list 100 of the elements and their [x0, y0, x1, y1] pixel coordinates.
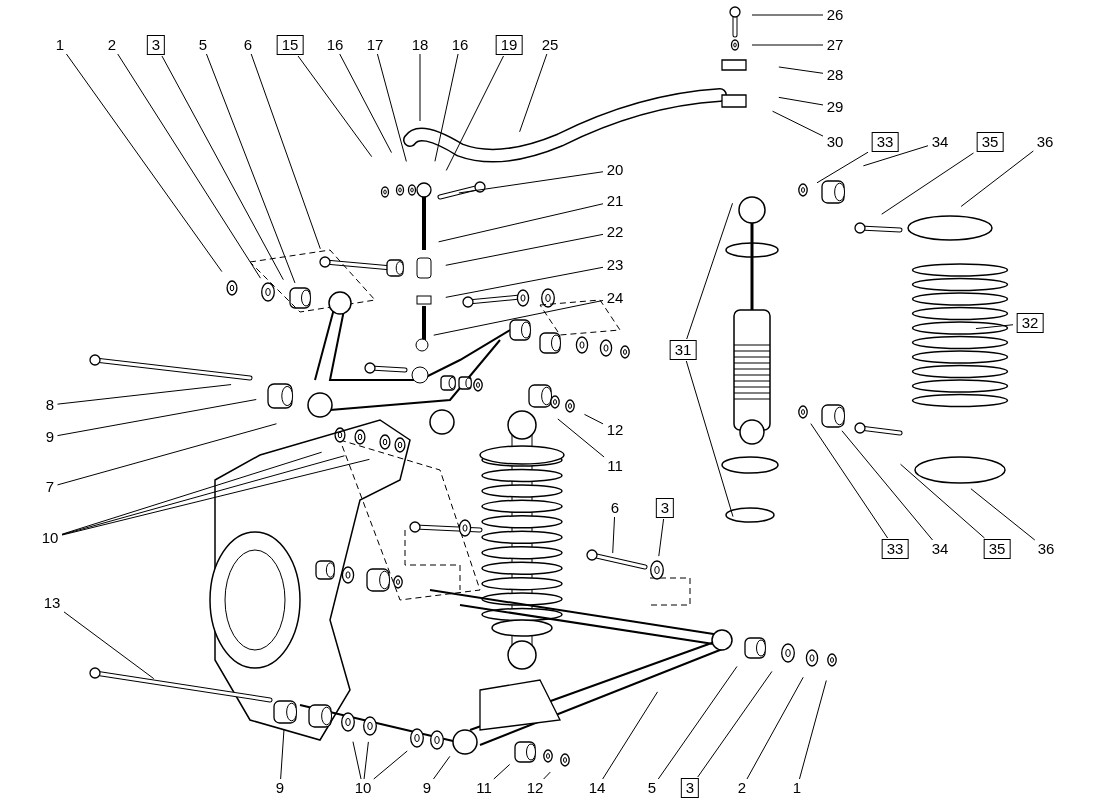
leader-line	[373, 750, 408, 780]
callout-number: 11	[475, 779, 493, 797]
callout-number: 7	[44, 478, 56, 496]
callout-number: 25	[540, 36, 560, 54]
callout-number: 28	[825, 66, 845, 84]
leader-line	[280, 728, 285, 780]
callout-number: 9	[274, 779, 286, 797]
callout-number: 16	[450, 36, 470, 54]
callout-number: 5	[646, 779, 658, 797]
callout-number: 35	[983, 539, 1011, 559]
callout-number: 23	[605, 256, 625, 274]
callout-number: 34	[930, 540, 950, 558]
leader-line	[778, 96, 824, 106]
leader-line	[57, 399, 257, 437]
leader-line	[117, 53, 261, 279]
callout-number: 33	[871, 132, 899, 152]
leader-line	[433, 755, 451, 780]
leader-line	[206, 53, 296, 284]
leader-line	[686, 202, 733, 340]
callout-number: 19	[495, 35, 523, 55]
leader-line	[339, 53, 392, 154]
callout-number: 20	[605, 161, 625, 179]
callout-number: 26	[825, 6, 845, 24]
callout-number: 12	[605, 421, 625, 439]
leader-line	[65, 53, 223, 273]
callout-number: 13	[42, 594, 62, 612]
leader-line	[810, 423, 889, 539]
leader-line	[900, 463, 985, 539]
callout-number: 12	[525, 779, 545, 797]
callout-number: 16	[325, 36, 345, 54]
leader-line	[297, 55, 373, 158]
leader-line	[458, 171, 604, 194]
callout-number: 36	[1036, 540, 1056, 558]
callout-number: 1	[791, 779, 803, 797]
callout-number: 35	[976, 132, 1004, 152]
leader-line	[751, 44, 824, 46]
leader-line	[519, 53, 548, 133]
callout-number: 10	[40, 529, 60, 547]
leader-line	[557, 418, 605, 458]
leader-line	[746, 676, 804, 780]
callout-number: 34	[930, 133, 950, 151]
leader-line	[798, 680, 827, 780]
callout-number: 11	[606, 457, 624, 475]
callout-number: 6	[242, 36, 254, 54]
leader-line	[493, 763, 511, 780]
leader-line	[363, 741, 369, 780]
callout-number: 17	[365, 36, 385, 54]
callout-number: 33	[881, 539, 909, 559]
leader-line	[816, 151, 869, 184]
callout-number: 22	[605, 223, 625, 241]
leader-line	[433, 299, 604, 336]
leader-line	[772, 110, 824, 137]
leader-line	[438, 203, 604, 243]
leader-line	[685, 360, 734, 518]
callout-number: 24	[605, 289, 625, 307]
leader-line	[543, 771, 551, 780]
callout-number: 5	[197, 36, 209, 54]
callout-number: 14	[587, 779, 607, 797]
callout-number: 10	[353, 779, 373, 797]
leader-line	[862, 145, 929, 167]
leader-line	[778, 66, 824, 74]
leader-line	[376, 53, 407, 162]
callout-number: 2	[736, 779, 748, 797]
leader-line	[57, 423, 277, 486]
leader-line	[57, 384, 232, 405]
leader-line	[161, 55, 284, 281]
leader-line	[697, 670, 773, 778]
leader-line	[419, 53, 421, 122]
callout-number: 31	[669, 340, 697, 360]
callout-number: 9	[44, 428, 56, 446]
leader-line	[602, 691, 659, 780]
callout-number: 3	[655, 498, 675, 518]
callout-number: 9	[421, 779, 433, 797]
leader-line	[250, 53, 321, 250]
callout-number: 32	[1016, 313, 1044, 333]
leader-line	[352, 741, 362, 780]
leader-line	[960, 150, 1034, 207]
callout-number: 21	[605, 192, 625, 210]
leader-line	[445, 55, 504, 171]
leader-line	[841, 430, 934, 541]
leader-line	[583, 413, 604, 425]
leader-line	[970, 488, 1036, 541]
callout-number: 1	[54, 36, 66, 54]
callout-number: 2	[106, 36, 118, 54]
callout-number: 6	[609, 499, 621, 517]
callout-number: 3	[146, 35, 166, 55]
leader-line	[63, 611, 155, 680]
leader-line	[612, 516, 616, 554]
callout-number: 36	[1035, 133, 1055, 151]
leader-line	[751, 14, 824, 16]
callout-number: 3	[680, 778, 700, 798]
callout-number: 15	[276, 35, 304, 55]
callout-number: 29	[825, 98, 845, 116]
callout-number: 8	[44, 396, 56, 414]
callout-number: 27	[825, 36, 845, 54]
leader-line	[434, 53, 459, 162]
leader-line	[658, 518, 665, 557]
leader-line	[881, 152, 974, 215]
leader-line	[445, 233, 604, 266]
callout-number: 30	[825, 133, 845, 151]
